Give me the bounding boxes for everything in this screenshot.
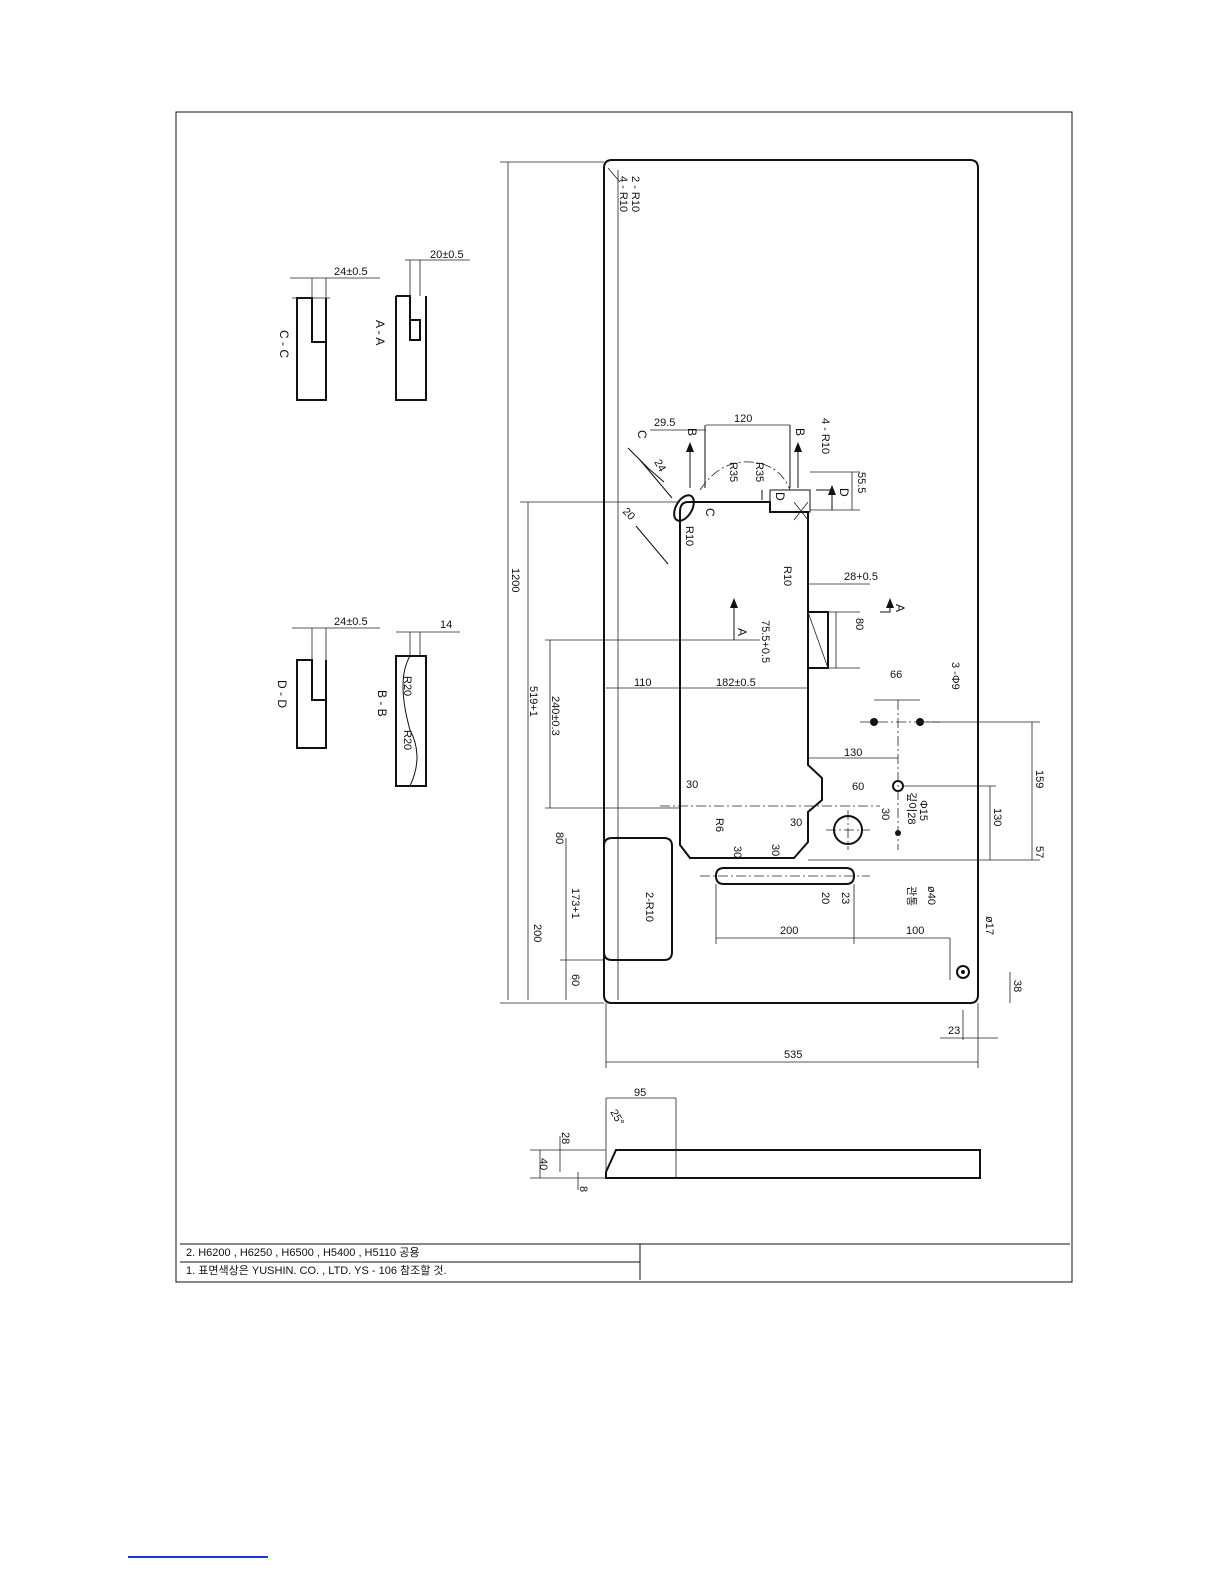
note-1: 1. 표면색상은 YUSHIN. CO. , LTD. YS - 106 참조할… [186, 1265, 447, 1277]
section-label-cc: C - C [277, 330, 291, 358]
dim-30a: 30 [686, 779, 698, 791]
section-label-bb: B - B [375, 690, 389, 717]
arrow-c-bottom: C [703, 508, 717, 517]
dim-24: 24 [651, 458, 668, 475]
dim-80: 80 [553, 832, 565, 844]
dim-r6: R6 [713, 818, 725, 832]
arrow-b-right: B [793, 428, 807, 436]
dim-95: 95 [634, 1087, 646, 1099]
arrow-d-right: D [837, 488, 851, 497]
dim-130b: 130 [991, 808, 1003, 826]
dim-100: 100 [906, 925, 924, 937]
dim-28: 28+0.5 [844, 571, 878, 583]
dim-phi15: Φ15 [917, 800, 929, 821]
dim-through: 관통 [905, 886, 918, 906]
arrow-c-top: C [635, 430, 649, 439]
dim-240: 240±0.3 [549, 696, 561, 736]
arrow-a-right: A [893, 604, 907, 612]
section-dd [292, 627, 380, 749]
dim-20b: 20 [819, 892, 831, 904]
dim-23b: 23 [948, 1025, 960, 1037]
dim-66: 66 [890, 669, 902, 681]
dim-bb-width: 14 [440, 619, 452, 631]
footer-link[interactable] [128, 1556, 268, 1558]
dim-60b: 60 [569, 974, 581, 986]
arrow-a-left: A [735, 628, 749, 636]
dim-60: 60 [852, 781, 864, 793]
section-label-aa: A - A [373, 320, 387, 345]
dim-1200: 1200 [509, 568, 521, 592]
dim-bb-r1: R20 [401, 676, 413, 696]
dim-535: 535 [784, 1049, 802, 1061]
dim-corner2: 4 - R10 [617, 176, 629, 212]
dim-80-hinge: 80 [853, 618, 865, 630]
dim-200a: 200 [780, 925, 798, 937]
dim-519: 519+1 [527, 686, 539, 717]
dim-deep: 깊이28 [905, 792, 918, 824]
dim-2-r10: 2-R10 [643, 892, 655, 922]
hole-17 [956, 965, 970, 979]
dim-4-r10: 4 - R10 [819, 418, 831, 454]
machine-cutout [679, 501, 823, 859]
dim-57: 57 [1033, 846, 1045, 858]
dim-r10-side: R10 [781, 566, 793, 586]
dim-40: 40 [537, 1158, 549, 1170]
arrow-b-left: B [685, 428, 699, 436]
table-top-outline [603, 159, 979, 1004]
oblique-slot [673, 494, 695, 522]
dim-r10-slot: R10 [683, 526, 695, 546]
dim-29-5: 29.5 [654, 417, 675, 429]
dim-cc-width: 24±0.5 [334, 266, 368, 278]
dim-182: 182±0.5 [716, 677, 756, 689]
dim-23a: 23 [839, 892, 851, 904]
drawing-border [175, 111, 1073, 1283]
dim-phi40: ø40 [925, 886, 937, 905]
dim-30e: 30 [769, 844, 781, 856]
section-aa [395, 259, 470, 401]
dim-130a: 130 [844, 747, 862, 759]
dim-200b: 200 [531, 924, 543, 942]
section-cc [290, 277, 380, 401]
dim-8: 8 [577, 1186, 589, 1192]
dim-30b: 30 [879, 808, 891, 820]
dim-110: 110 [634, 677, 652, 689]
dim-120: 120 [734, 413, 752, 425]
dim-corner1: 2 - R10 [629, 176, 641, 212]
dim-30c: 30 [790, 817, 802, 829]
side-profile [530, 1097, 981, 1190]
dim-38: 38 [1011, 980, 1023, 992]
dim-159: 159 [1033, 770, 1045, 788]
section-bb [395, 631, 460, 787]
dim-r35a: R35 [727, 462, 739, 482]
bottom-slot [714, 867, 856, 885]
corner-pad [603, 837, 673, 961]
dim-dd-width: 24±0.5 [334, 616, 368, 628]
dim-r35b: R35 [753, 462, 765, 482]
dim-55-5: 55.5 [855, 472, 867, 493]
dim-phi17: ø17 [983, 916, 995, 935]
dim-30d: 30 [731, 846, 743, 858]
section-label-dd: D - D [275, 680, 289, 708]
note-2: 2. H6200 , H6250 , H6500 , H5400 , H5110… [186, 1247, 420, 1259]
dim-75-5: 75.5+0.5 [759, 620, 771, 663]
dim-bb-r2: R20 [401, 730, 413, 750]
d-notch [769, 489, 811, 513]
dim-28b: 28 [559, 1132, 571, 1144]
arrow-d-left: D [773, 492, 787, 501]
dim-phi9: 3 -Φ9 [949, 662, 961, 690]
dim-25: 25° [607, 1108, 626, 1128]
dim-20: 20 [620, 506, 637, 523]
dim-aa-width: 20±0.5 [430, 249, 464, 261]
dim-173: 173+1 [569, 888, 581, 919]
